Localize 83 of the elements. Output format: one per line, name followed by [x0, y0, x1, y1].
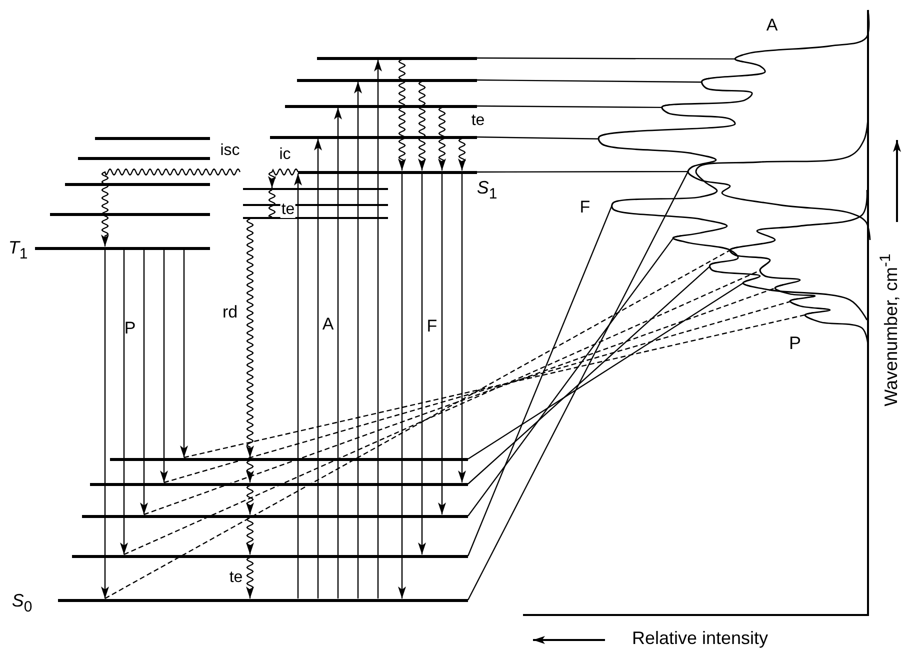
- energy-level-line: [243, 188, 388, 190]
- spectrum-peak: [709, 262, 718, 272]
- arrow: [120, 250, 128, 554]
- energy-level-line: [298, 170, 477, 174]
- process-label: rd: [222, 304, 238, 320]
- connector-line: [477, 57, 735, 60]
- arrow: [180, 250, 188, 458]
- arrow: [160, 250, 168, 482]
- energy-level-line: [78, 156, 210, 160]
- energy-level-line: [110, 458, 468, 460]
- spectrum-peak: [734, 54, 744, 62]
- arrow: [294, 174, 302, 598]
- process-label: F: [580, 198, 590, 216]
- dashed-line: [184, 314, 806, 458]
- energy-level-line: [72, 554, 468, 558]
- energy-level-line: [243, 204, 388, 206]
- energy-level-line: [95, 136, 210, 140]
- spectrum-peak: [804, 312, 814, 320]
- arrow: [438, 174, 446, 514]
- spectrum-peak: [774, 284, 784, 293]
- state-label: T$_{1}$: [8, 238, 28, 262]
- spectrum-peak: [661, 104, 670, 114]
- arrow: [418, 174, 426, 554]
- dashed-line: [164, 301, 790, 484]
- connector-line: [477, 105, 662, 108]
- wavy-arrow: [246, 484, 254, 514]
- energy-level-line: [50, 212, 210, 216]
- wavy-arrow: [438, 106, 446, 170]
- wavy-arrow: [246, 218, 254, 458]
- spectrum-peak: [790, 298, 798, 306]
- state-label: S$_{1}$: [476, 178, 498, 202]
- process-label: P: [124, 320, 136, 336]
- process-label: F: [426, 318, 438, 334]
- spectrum-peak: [759, 264, 767, 278]
- energy-level-line: [317, 56, 477, 60]
- arrow: [398, 174, 406, 598]
- process-label: Relative intensity: [632, 629, 768, 647]
- energy-level-line: [58, 598, 468, 602]
- energy-level-line: [90, 482, 468, 486]
- wavy-arrow: [101, 168, 240, 247]
- spectrum-peak: [672, 235, 682, 242]
- connector-line: [467, 171, 689, 600]
- spectrum-peak: [611, 200, 619, 212]
- process-label: P: [789, 334, 801, 352]
- connector-line: [476, 136, 599, 140]
- wavy-arrow: [268, 168, 299, 188]
- connector-line: [477, 79, 702, 83]
- wavy-arrow: [418, 80, 426, 170]
- energy-level-line: [82, 514, 468, 518]
- dashed-line: [104, 250, 730, 600]
- arrow: [140, 250, 148, 514]
- arrow: [101, 250, 109, 598]
- connector-line: [477, 170, 688, 173]
- energy-level-line: [243, 217, 388, 219]
- connector-line: [468, 238, 674, 516]
- spectrum-peak: [701, 78, 710, 90]
- arrow: [334, 108, 342, 598]
- energy-level-line: [35, 246, 210, 250]
- state-label: S$_{0}$: [12, 592, 32, 614]
- arrow: [374, 60, 382, 598]
- energy-level-line: [285, 104, 477, 108]
- wavy-arrow: [246, 460, 254, 482]
- spectrum-peak: [687, 165, 695, 178]
- energy-level-line: [65, 182, 210, 186]
- connector-line: [467, 206, 612, 556]
- spectrum-peak: [598, 134, 606, 146]
- wavy-arrow: [458, 138, 466, 170]
- process-label: A: [766, 16, 778, 34]
- arrow: [314, 138, 322, 598]
- dashed-line: [144, 288, 776, 516]
- wavy-arrow: [246, 516, 254, 554]
- connector-line: [468, 266, 710, 484]
- process-label: A: [322, 316, 334, 332]
- wavy-arrow: [246, 556, 254, 598]
- spectrum-peak: [742, 278, 752, 288]
- arrow: [458, 174, 466, 482]
- wavy-arrow: [398, 58, 406, 170]
- energy-level-line: [297, 78, 477, 82]
- spectrum-peak: [729, 246, 738, 256]
- energy-level-line: [270, 136, 477, 138]
- arrow: [354, 82, 362, 598]
- connector-line: [468, 282, 744, 460]
- edge-label: te: [280, 202, 296, 218]
